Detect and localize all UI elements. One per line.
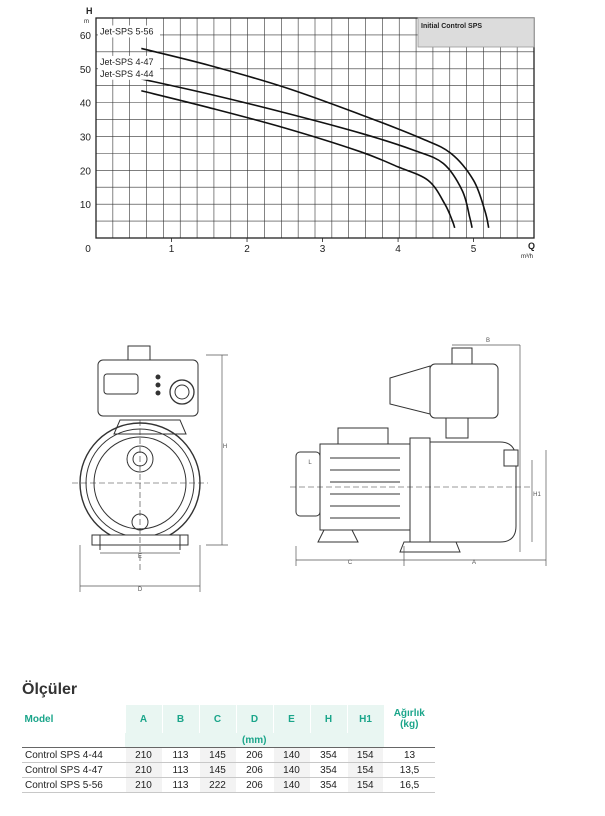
x-tick-label: 3 (320, 244, 326, 255)
series-line (141, 78, 473, 229)
plot-frame (95, 17, 535, 239)
chart-grid (96, 18, 534, 238)
legend-box-label: Initial Control SPS (421, 23, 482, 30)
value-cell: 354 (309, 747, 347, 763)
dimension-label: H (223, 444, 227, 450)
series-line (141, 47, 490, 229)
x-tick-label: 1 (169, 244, 175, 255)
x-tick-label: 5 (471, 244, 477, 255)
col-header-h: H (309, 705, 347, 733)
value-cell: 222 (198, 777, 236, 793)
series-line (141, 89, 456, 229)
value-cell: 354 (309, 762, 347, 778)
table-row: Control SPS 4-44 210 113 145 206 140 354… (22, 747, 435, 763)
model-header: Model (24, 713, 54, 725)
units-spacer-right (383, 733, 435, 748)
value-cell: 206 (235, 747, 273, 763)
front-view-dimensions (79, 354, 228, 592)
legend-box: Initial Control SPS (417, 17, 535, 48)
y-tick-label: 20 (80, 166, 92, 177)
model-cell: Control SPS 5-56 (22, 777, 125, 793)
y-tick-label: 60 (80, 31, 92, 42)
value-cell: 140 (272, 747, 310, 763)
weight-cell: 13 (383, 747, 435, 763)
col-header-e: E (272, 705, 310, 733)
col-header-d: D (235, 705, 273, 733)
value-cell: 354 (309, 777, 347, 793)
dimension-labels: B H E D C A H1 L (138, 338, 542, 593)
value-cell: 113 (161, 777, 199, 793)
dimension-label: E (138, 554, 142, 560)
pump-side-view (290, 347, 530, 553)
dimension-label: L (308, 460, 312, 466)
dimension-label: A (472, 560, 476, 566)
value-cell: 206 (235, 777, 273, 793)
x-tick-label: 4 (395, 244, 401, 255)
value-cell: 154 (346, 747, 384, 763)
dimensions-table: Model A B C D E H H1 Ağırlık (kg) (mm) C… (22, 705, 435, 793)
weight-cell: 13,5 (383, 762, 435, 778)
y-axis-label: H (86, 6, 93, 16)
col-header-c: C (198, 705, 236, 733)
value-cell: 140 (272, 762, 310, 778)
units-label: (mm) (125, 733, 384, 748)
value-cell: 210 (124, 762, 162, 778)
x-tick-label: 2 (244, 244, 250, 255)
dimension-label: C (348, 560, 353, 566)
value-cell: 154 (346, 777, 384, 793)
table-row: Control SPS 5-56 210 113 222 206 140 354… (22, 777, 435, 793)
dimension-label: H1 (533, 492, 541, 498)
pump-front-view (72, 345, 208, 570)
series-label-bg (98, 67, 160, 80)
series-label-bg (98, 55, 160, 68)
y-tick-label: 10 (80, 200, 92, 211)
y-axis-unit: m (84, 19, 89, 25)
weight-header-line2: (kg) (400, 719, 419, 730)
col-header-a: A (124, 705, 162, 733)
col-header-h1: H1 (346, 705, 384, 733)
y-tick-label: 30 (80, 132, 92, 143)
weight-header-line1: Ağırlık (393, 708, 425, 719)
value-cell: 113 (161, 762, 199, 778)
value-cell: 206 (235, 762, 273, 778)
model-cell: Control SPS 4-44 (22, 747, 125, 763)
col-header-b: B (161, 705, 199, 733)
dimensions-title: Ölçüler (22, 681, 78, 698)
dimension-label: B (486, 338, 490, 344)
series-label-bg (98, 25, 160, 38)
dimension-label: D (138, 587, 143, 593)
y-tick-label: 40 (80, 99, 92, 110)
model-cell: Control SPS 4-47 (22, 762, 125, 778)
value-cell: 140 (272, 777, 310, 793)
series-label: Jet-SPS 4-47 (100, 57, 154, 67)
value-cell: 210 (124, 777, 162, 793)
value-cell: 145 (198, 762, 236, 778)
weight-cell: 16,5 (383, 777, 435, 793)
value-cell: 145 (198, 747, 236, 763)
pump-dimension-drawings: B H E D C A H1 L (72, 338, 547, 593)
table-row: Control SPS 4-47 210 113 145 206 140 354… (22, 762, 435, 778)
weight-header: Ağırlık (kg) (383, 705, 435, 733)
x-tick-label: 0 (85, 244, 91, 255)
x-axis-unit: m³/h (521, 254, 533, 260)
value-cell: 113 (161, 747, 199, 763)
units-spacer (22, 733, 125, 748)
series-label: Jet-SPS 5-56 (100, 26, 154, 36)
chart-ticks: 10 20 30 40 50 60 0 1 2 3 4 5 (80, 31, 477, 255)
x-axis-label: Q (528, 241, 535, 251)
value-cell: 210 (124, 747, 162, 763)
y-tick-label: 50 (80, 65, 92, 76)
value-cell: 154 (346, 762, 384, 778)
series-label: Jet-SPS 4-44 (100, 69, 154, 79)
side-view-dimensions (295, 344, 547, 566)
